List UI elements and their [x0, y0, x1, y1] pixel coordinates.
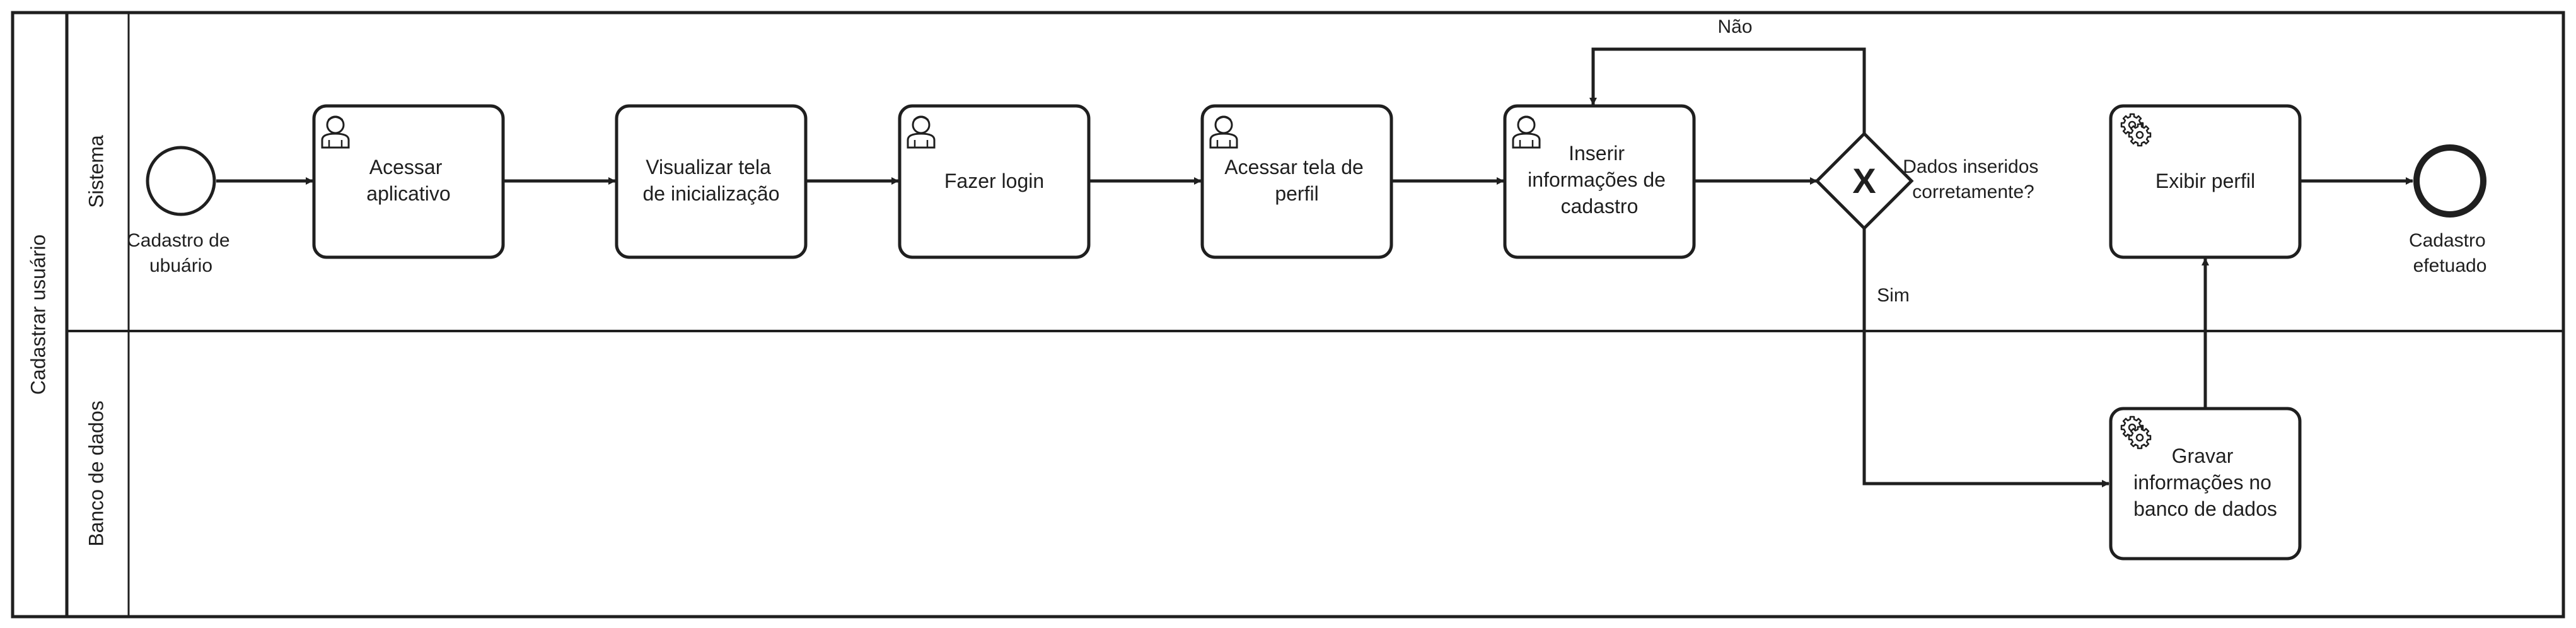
task-label: Fazer login [944, 170, 1044, 192]
pool-label: Cadastrar usuário [26, 235, 49, 395]
end-event[interactable]: Cadastro efetuado [2409, 144, 2491, 276]
exclusive-gateway[interactable]: X Dados inseridos corretamente? [1814, 131, 2044, 231]
end-event-label: Cadastro efetuado [2409, 230, 2491, 276]
start-event[interactable]: Cadastro de ubuário [127, 146, 235, 276]
flow-label-yes: Sim [1877, 285, 1910, 306]
task-fazer-login[interactable]: Fazer login [898, 104, 1091, 259]
gear-icon [2120, 416, 2152, 450]
task-exibir-perfil[interactable]: Exibir perfil [2109, 104, 2302, 259]
gateway-x-icon: X [1852, 161, 1876, 201]
task-label: Gravar informações no banco de dados [2133, 445, 2277, 520]
task-visualizar-tela[interactable]: Visualizar tela de inicialização [615, 104, 808, 259]
task-label: Acessar tela de perfil [1224, 156, 1369, 205]
sequence-flows [216, 47, 2413, 487]
user-icon [1209, 115, 1238, 149]
gateway-label: Dados inseridos corretamente? [1903, 156, 2043, 202]
lane-label-banco: Banco de dados [84, 400, 107, 546]
gear-icon [2120, 113, 2152, 147]
start-event-label: Cadastro de ubuário [127, 230, 235, 276]
task-acessar-perfil[interactable]: Acessar tela de perfil [1200, 104, 1393, 259]
task-acessar-aplicativo[interactable]: Acessar aplicativo [312, 104, 505, 259]
user-icon [907, 115, 936, 149]
flow-gateway-no-loop[interactable] [1589, 47, 1866, 134]
task-label: Exibir perfil [2155, 170, 2255, 192]
user-icon [1512, 115, 1541, 149]
flow-label-no: Não [1717, 16, 1752, 37]
user-icon [321, 115, 350, 149]
task-gravar-informacoes[interactable]: Gravar informações no banco de dados [2109, 407, 2302, 561]
task-inserir-informacoes[interactable]: Inserir informações de cadastro [1503, 104, 1696, 259]
lane-label-sistema: Sistema [84, 135, 107, 208]
task-label: Inserir informações de cadastro [1528, 142, 1671, 218]
task-label: Acessar aplicativo [366, 156, 450, 205]
flow-gateway-yes-to-gravar[interactable] [1862, 228, 2109, 487]
task-label: Visualizar tela de inicialização [642, 156, 779, 205]
